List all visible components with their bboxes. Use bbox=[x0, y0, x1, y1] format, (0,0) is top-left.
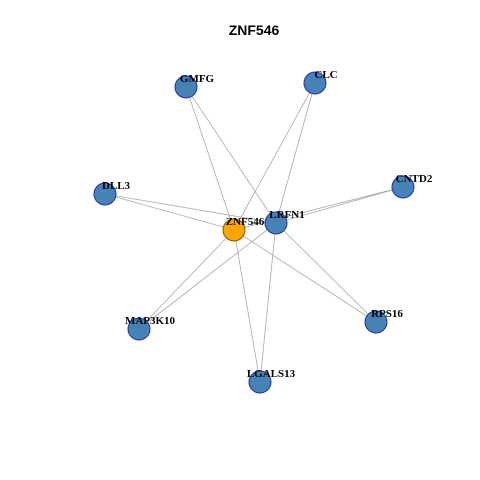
node-layer bbox=[93, 71, 415, 394]
edge-lrfn1-rps16 bbox=[275, 222, 377, 323]
edge-znf546-dll3 bbox=[104, 193, 235, 231]
edge-znf546-rps16 bbox=[233, 229, 377, 323]
node-label-rps16: RPS16 bbox=[371, 308, 403, 320]
edge-znf546-clc bbox=[233, 82, 316, 231]
edge-lrfn1-cntd2 bbox=[275, 186, 404, 224]
node-label-cntd2: CNTD2 bbox=[396, 173, 433, 185]
node-label-gmfg: GMFG bbox=[180, 73, 215, 85]
diagram-title: ZNF546 bbox=[229, 22, 280, 38]
node-label-lrfn1: LRFN1 bbox=[269, 209, 304, 221]
node-dll3[interactable] bbox=[93, 182, 117, 206]
node-label-znf546: ZNF546 bbox=[226, 216, 265, 228]
node-rps16[interactable] bbox=[364, 310, 388, 334]
edge-lrfn1-clc bbox=[275, 82, 316, 224]
node-label-lgals13: LGALS13 bbox=[247, 368, 296, 380]
edge-lrfn1-gmfg bbox=[185, 86, 277, 224]
node-gmfg[interactable] bbox=[174, 75, 198, 99]
node-label-map3k10: MAP3K10 bbox=[125, 315, 176, 327]
node-label-dll3: DLL3 bbox=[102, 180, 131, 192]
edge-znf546-map3k10 bbox=[138, 229, 235, 330]
edge-znf546-lgals13 bbox=[233, 229, 261, 383]
node-znf546[interactable] bbox=[222, 218, 246, 242]
node-map3k10[interactable] bbox=[127, 317, 151, 341]
edge-znf546-cntd2 bbox=[233, 186, 404, 231]
edge-lrfn1-dll3 bbox=[104, 193, 277, 224]
node-label-clc: CLC bbox=[314, 69, 337, 81]
node-cntd2[interactable] bbox=[391, 175, 415, 199]
node-lrfn1[interactable] bbox=[264, 211, 288, 235]
node-clc[interactable] bbox=[303, 71, 327, 95]
edge-znf546-gmfg bbox=[185, 86, 235, 231]
edge-layer bbox=[104, 82, 404, 383]
edge-lrfn1-lgals13 bbox=[259, 222, 277, 383]
edge-lrfn1-map3k10 bbox=[138, 222, 277, 330]
node-lgals13[interactable] bbox=[248, 370, 272, 394]
